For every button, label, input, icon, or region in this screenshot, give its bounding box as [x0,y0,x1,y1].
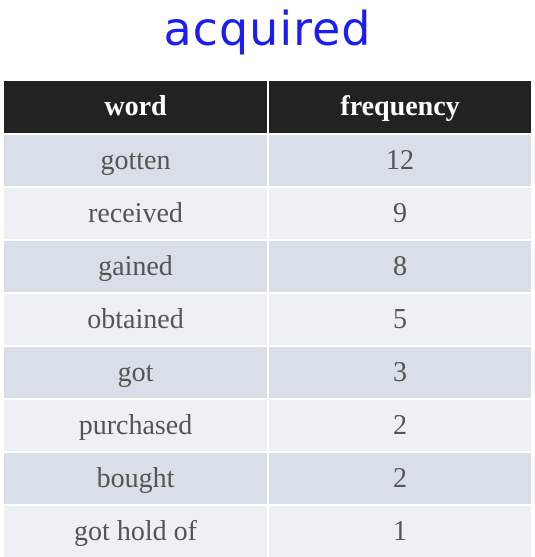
word-cell: gained [4,239,269,293]
frequency-cell: 12 [268,133,531,187]
word-cell: got [4,345,269,399]
word-cell: bought [4,451,269,505]
frequency-cell: 3 [268,345,531,399]
frequency-cell: 5 [268,292,531,346]
word-cell: obtained [4,292,269,346]
word-cell: received [4,186,269,240]
frequency-cell: 2 [268,398,531,452]
frequency-cell: 9 [268,186,531,240]
chart-title: acquired [163,2,372,56]
column-header-frequency: frequency [268,81,531,134]
word-cell: purchased [4,398,269,452]
word-cell: gotten [4,133,269,187]
frequency-cell: 2 [268,451,531,505]
table-header-row: word frequency [4,81,531,134]
frequency-cell: 1 [268,504,531,557]
word-cell: got hold of [4,504,269,557]
frequency-cell: 8 [268,239,531,293]
column-header-word: word [4,81,269,134]
